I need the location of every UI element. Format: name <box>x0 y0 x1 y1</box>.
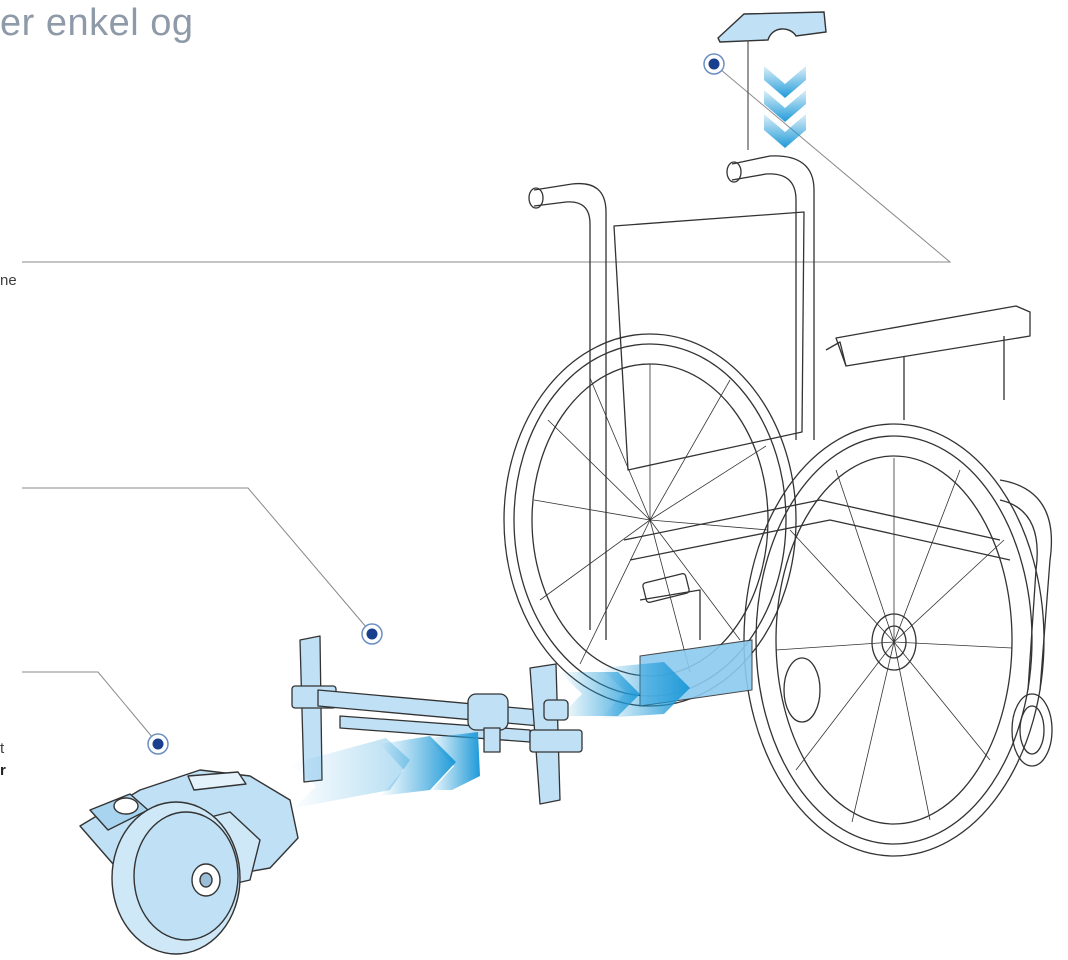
wheelchair-illustration <box>504 156 1052 856</box>
marker-bottom-icon <box>148 734 168 754</box>
marker-middle-icon <box>362 624 382 644</box>
leader-line-top <box>22 64 950 262</box>
leader-line-bottom <box>22 672 158 744</box>
marker-top-icon <box>704 54 724 74</box>
drive-unit <box>80 770 298 954</box>
callout-markers <box>148 54 724 754</box>
callout-leaders <box>22 64 950 744</box>
leader-line-middle <box>22 488 372 634</box>
